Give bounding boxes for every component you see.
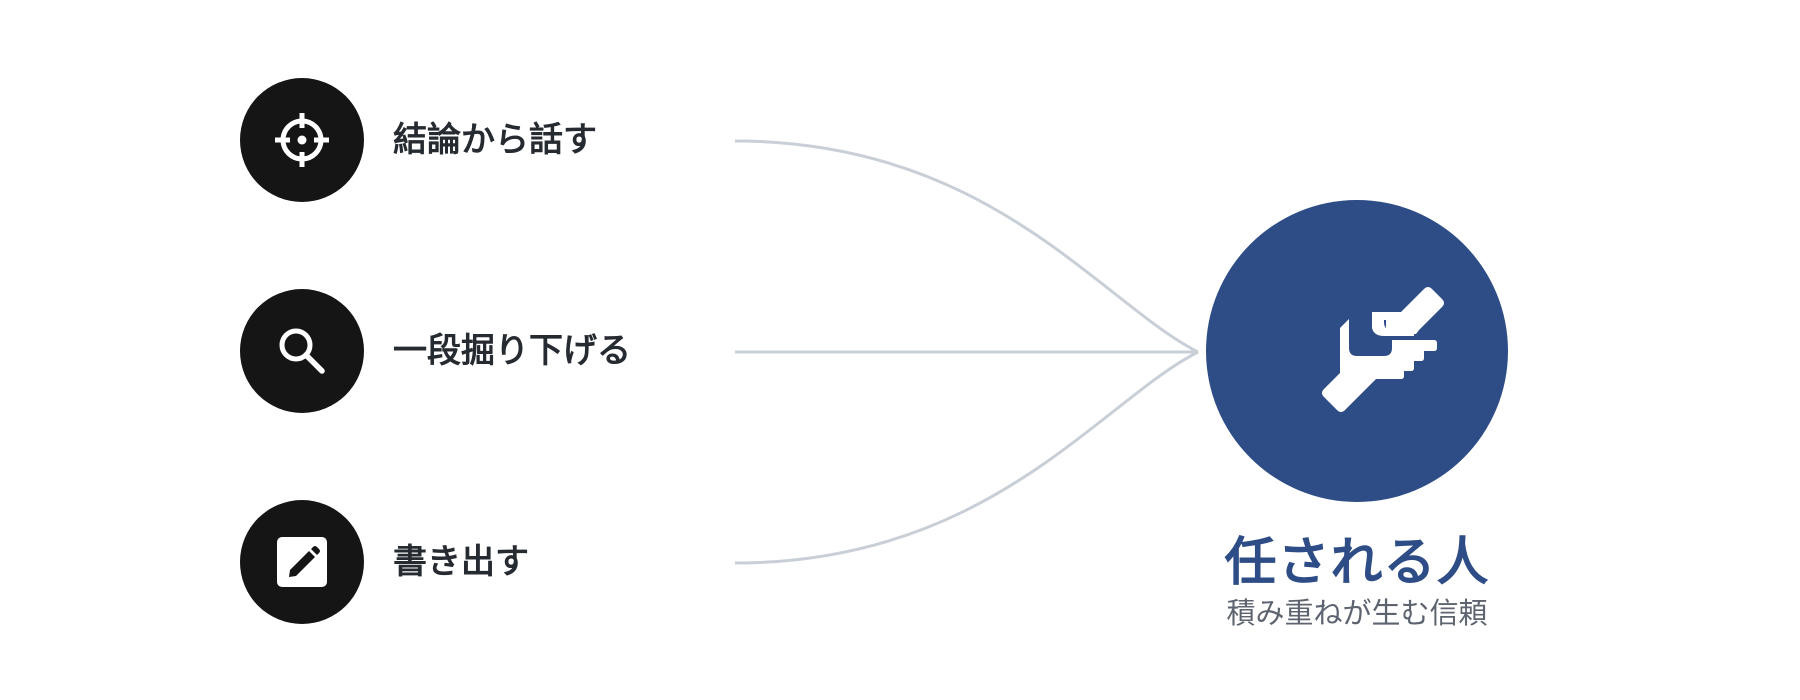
crosshair-icon [275,113,329,167]
item-label: 一段掘り下げる [393,331,631,371]
goal-circle [1206,200,1508,502]
item-label: 書き出す [393,542,529,582]
icon-badge [240,289,364,413]
goal-title: 任される人 [1224,533,1490,593]
item-write-it-down: 書き出す [240,500,700,624]
icon-badge [240,78,364,202]
magnifier-icon [279,328,325,374]
icon-badge [240,500,364,624]
pencil-square-icon [277,537,327,587]
goal-node: 任される人 積み重ねが生む信頼 [1202,200,1508,640]
connector-line-3 [734,350,1199,565]
item-dig-deeper: 一段掘り下げる [240,289,700,413]
connector-line-1 [734,139,1199,354]
goal-subtitle: 積み重ねが生む信頼 [1226,596,1488,630]
item-lead-with-conclusion: 結論から話す [240,78,700,202]
item-label: 結論から話す [393,120,597,160]
handshake-icon [1322,287,1444,412]
